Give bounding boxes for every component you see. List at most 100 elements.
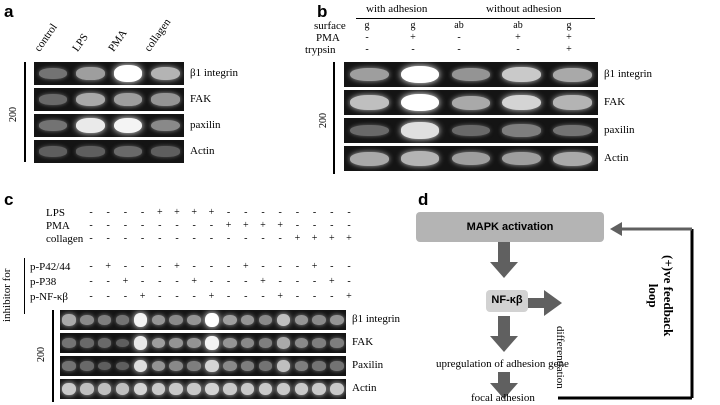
c-gels-band bbox=[312, 382, 326, 396]
c-gels-band bbox=[240, 314, 255, 326]
panel-b-group-without-line bbox=[447, 18, 595, 19]
nfkb-text: NF-κβ bbox=[491, 294, 523, 306]
a-gels-band bbox=[38, 146, 67, 157]
c-gels-band bbox=[151, 314, 166, 326]
b-gels-band bbox=[350, 95, 389, 110]
b-gels-band bbox=[502, 66, 542, 83]
panel-c-cond-cell: - bbox=[140, 207, 145, 218]
b-gels-band bbox=[451, 95, 491, 110]
arrow-mapk-nfkb-shaft bbox=[498, 242, 510, 266]
c-gels-band bbox=[205, 336, 219, 350]
panel-a-lane-label: collagen bbox=[142, 16, 174, 54]
panel-c-cond-cell: - bbox=[347, 207, 351, 218]
panel-c-cond-cell: - bbox=[226, 276, 231, 287]
c-gels-band bbox=[205, 313, 219, 327]
panel-c-cond-cell: - bbox=[158, 261, 162, 272]
b-gels-row-label: Actin bbox=[604, 151, 629, 164]
b-gels-band bbox=[451, 67, 491, 82]
a-gels-band bbox=[151, 119, 180, 132]
panel-c-cond-cell: - bbox=[89, 220, 93, 231]
a-gels-row-label: FAK bbox=[190, 92, 212, 105]
c-gels-row-label: Paxilin bbox=[352, 359, 384, 371]
panel-b-label: b bbox=[317, 2, 328, 21]
panel-a-bracket bbox=[24, 62, 26, 162]
c-gels-row-label: FAK bbox=[352, 336, 374, 348]
panel-c-cond-cell: + bbox=[122, 276, 129, 287]
panel-c-inh-p42: p-P42/44 bbox=[30, 261, 71, 273]
panel-c-treat-collagen: collagen bbox=[46, 233, 84, 245]
panel-c-cond-cell: + bbox=[208, 207, 215, 218]
c-gels-band bbox=[312, 338, 326, 348]
panel-c-cond-cell: + bbox=[156, 207, 163, 218]
panel-b-cond-cell: g bbox=[566, 20, 572, 31]
panel-b-cond-cell: + bbox=[566, 32, 572, 43]
c-gels-band bbox=[80, 383, 94, 395]
a-gels-band bbox=[113, 93, 142, 106]
c-gels-band bbox=[115, 383, 130, 395]
a-gels-row-label: β1 integrin bbox=[190, 66, 239, 79]
b-gels-row-label: β1 integrin bbox=[604, 67, 653, 80]
c-gels-row-0 bbox=[60, 310, 346, 330]
arrow-nfkb-diff-shaft bbox=[528, 298, 544, 308]
b-gels-row-label: paxilin bbox=[604, 123, 635, 136]
a-gels-band bbox=[151, 146, 180, 157]
panel-b-cond-cell: ab bbox=[513, 20, 523, 31]
panel-c-treat-lps: LPS bbox=[46, 207, 65, 219]
a-gels-row-3 bbox=[34, 140, 184, 163]
c-gels-band bbox=[223, 382, 237, 396]
arrow-nfkb-up-shaft bbox=[498, 316, 510, 338]
panel-c-cond-cell: - bbox=[106, 233, 110, 244]
panel-c-cond-cell: - bbox=[89, 276, 93, 287]
panel-c-cond-cell: - bbox=[278, 276, 282, 287]
panel-c-cond-cell: + bbox=[242, 261, 249, 272]
panel-c-cond-cell: - bbox=[140, 233, 145, 244]
c-gels-band bbox=[115, 338, 130, 348]
c-gels-band bbox=[187, 382, 201, 396]
panel-c-treat-pma: PMA bbox=[46, 220, 70, 232]
b-gels-band bbox=[553, 124, 592, 137]
c-gels-band bbox=[151, 360, 166, 372]
panel-c-cond-cell: - bbox=[226, 261, 231, 272]
panel-c-cond-cell: - bbox=[347, 276, 351, 287]
a-gels-band bbox=[113, 146, 142, 157]
panel-c-cond-cell: - bbox=[261, 261, 265, 272]
panel-d-label: d bbox=[418, 190, 429, 209]
c-gels-band bbox=[169, 314, 183, 326]
panel-c-cond-cell: - bbox=[244, 207, 248, 218]
panel-c-cond-cell: + bbox=[260, 220, 266, 231]
feedback-arrowhead bbox=[610, 222, 622, 236]
b-gels-band bbox=[451, 151, 491, 166]
upregulation-text: upregulation of adhesion gene bbox=[436, 358, 569, 370]
panel-b-cond-cell: g bbox=[364, 20, 370, 31]
panel-c-cond-cell: + bbox=[191, 207, 197, 218]
panel-b-cond-cell: - bbox=[516, 44, 520, 55]
panel-c-cond-cell: + bbox=[260, 276, 266, 287]
arrow-nfkb-diff-head bbox=[544, 290, 562, 316]
panel-c-cond-cell: - bbox=[158, 220, 162, 231]
pathway-arrows bbox=[490, 222, 694, 400]
panel-c-cond-cell: - bbox=[278, 207, 282, 218]
c-gels-band bbox=[330, 382, 344, 396]
b-gels-row-label: FAK bbox=[604, 95, 626, 108]
feedback-loop-line2: loop bbox=[646, 283, 661, 308]
c-gels-band bbox=[312, 314, 326, 326]
panel-b-group-without: without adhesion bbox=[486, 3, 562, 15]
panel-c-cond-cell: - bbox=[261, 233, 265, 244]
panel-c-cond-cell: - bbox=[106, 291, 110, 302]
panel-c-cond-cell: + bbox=[242, 220, 249, 231]
c-gels-row-1 bbox=[60, 333, 346, 353]
b-gels-row-2 bbox=[344, 118, 598, 143]
panel-c-cond-cell: + bbox=[311, 233, 318, 244]
b-gels-band bbox=[350, 151, 389, 166]
c-gels-band bbox=[312, 361, 326, 371]
panel-c-cond-cell: - bbox=[192, 233, 196, 244]
c-gels-band bbox=[330, 361, 344, 371]
c-gels-band bbox=[223, 360, 237, 372]
c-gels-band bbox=[80, 314, 94, 326]
panel-c-marker: 200 bbox=[36, 347, 47, 362]
panel-c-cond-cell: - bbox=[261, 291, 265, 302]
panel-c-cond-cell: + bbox=[139, 291, 146, 302]
panel-c-cond-cell: - bbox=[175, 220, 179, 231]
c-gels-band bbox=[62, 382, 76, 396]
c-gels-band bbox=[223, 314, 237, 326]
